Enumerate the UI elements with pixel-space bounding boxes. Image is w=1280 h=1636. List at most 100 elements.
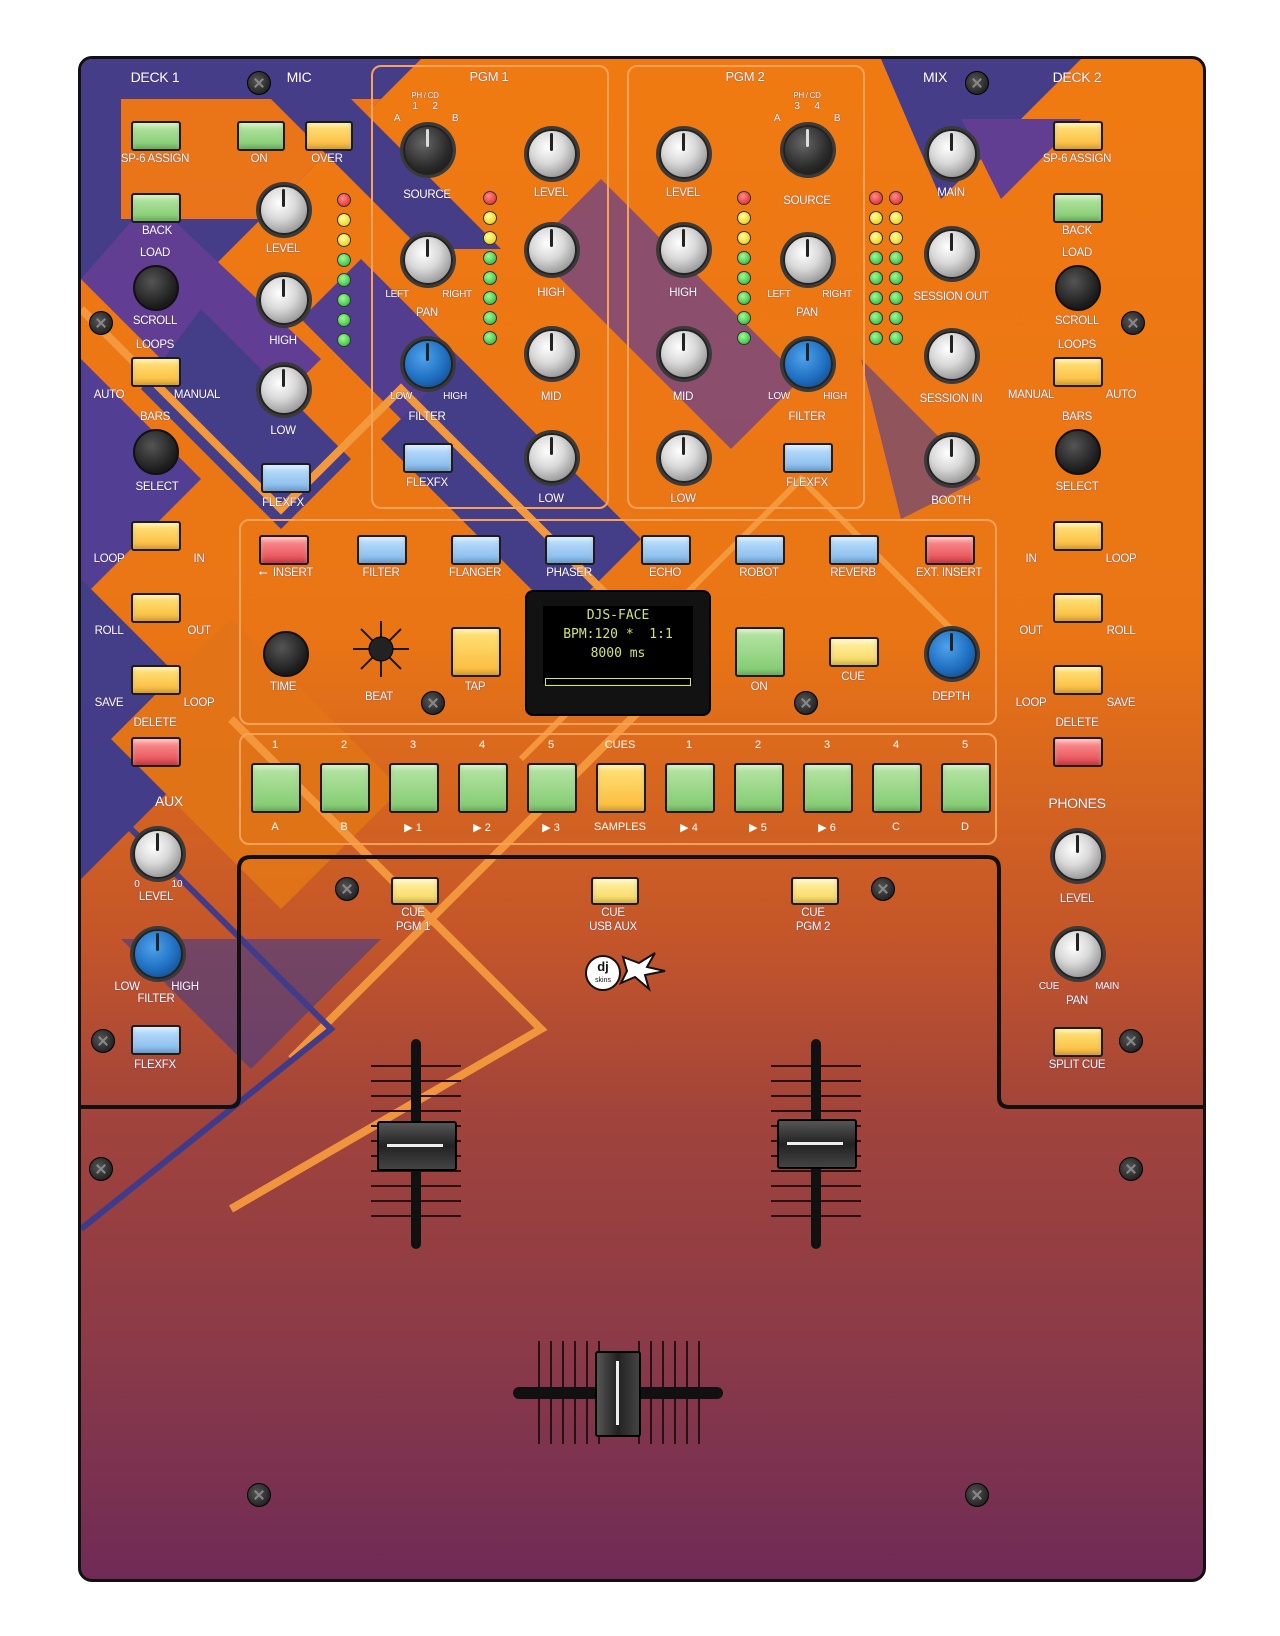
deck2-bars-label: BARS xyxy=(1061,411,1093,423)
fx-insert-button[interactable] xyxy=(259,535,309,565)
mix-session-out-knob[interactable] xyxy=(927,229,977,279)
tick-10: 10 xyxy=(171,879,183,890)
pgm2-num3: 3 xyxy=(794,101,800,112)
fx-tap-button[interactable] xyxy=(451,627,501,677)
pgm1-filter-low-label: LOW xyxy=(390,391,412,402)
channel-fader-1[interactable] xyxy=(377,1121,457,1171)
pgm2-right-label: RIGHT xyxy=(822,289,852,300)
deck1-loops-button[interactable] xyxy=(131,357,181,387)
deck1-save-loop-button[interactable] xyxy=(131,665,181,695)
fx-beat-label: BEAT xyxy=(365,691,393,703)
mix-booth-knob[interactable] xyxy=(927,435,977,485)
performance-pad[interactable] xyxy=(803,763,853,813)
performance-pad[interactable] xyxy=(320,763,370,813)
deck1-loop-in-button[interactable] xyxy=(131,521,181,551)
deck2-back-button[interactable] xyxy=(1053,193,1103,223)
pgm2-num4: 4 xyxy=(814,101,820,112)
fx-flanger-button[interactable] xyxy=(451,535,501,565)
deck2-loop-save-button[interactable] xyxy=(1053,665,1103,695)
mic-high-knob[interactable] xyxy=(259,275,309,325)
fx-echo-button[interactable] xyxy=(641,535,691,565)
deck1-delete-button[interactable] xyxy=(131,737,181,767)
performance-pad[interactable] xyxy=(872,763,922,813)
fx-on-button[interactable] xyxy=(735,627,785,677)
pgm1-mid-knob[interactable] xyxy=(527,329,577,379)
pgm2-title: PGM 2 xyxy=(725,69,765,84)
mix-main-label: MAIN xyxy=(937,187,965,199)
performance-pad[interactable] xyxy=(941,763,991,813)
pgm1-pan-knob[interactable] xyxy=(403,235,453,285)
pgm2-level-knob[interactable] xyxy=(659,129,709,179)
deck1-loop2-label: LOOP xyxy=(183,697,215,709)
deck2-loops-button[interactable] xyxy=(1053,357,1103,387)
fx-ext-insert-button[interactable] xyxy=(925,535,975,565)
pad-label: A xyxy=(271,821,279,833)
pad-label: C xyxy=(892,821,900,833)
cue-pgm2-button[interactable] xyxy=(791,877,839,905)
crossfader[interactable] xyxy=(595,1351,641,1437)
channel-fader-2[interactable] xyxy=(777,1119,857,1169)
pgm2-meter-led xyxy=(737,231,751,245)
deck1-sp6-assign-button[interactable] xyxy=(131,121,181,151)
fx-phaser-button[interactable] xyxy=(545,535,595,565)
deck1-scroll-encoder[interactable] xyxy=(133,265,179,311)
deck2-scroll-encoder[interactable] xyxy=(1055,265,1101,311)
fx-depth-knob[interactable] xyxy=(927,629,977,679)
pgm2-source-knob[interactable] xyxy=(783,125,833,175)
mic-meter-led xyxy=(337,313,351,327)
aux-level-knob[interactable] xyxy=(133,829,183,879)
phones-level-knob[interactable] xyxy=(1053,831,1103,881)
mic-low-knob[interactable] xyxy=(259,365,309,415)
pgm1-filter-knob[interactable] xyxy=(403,339,453,389)
performance-pad[interactable] xyxy=(734,763,784,813)
deck2-delete-button[interactable] xyxy=(1053,737,1103,767)
pgm2-filter-label: FILTER xyxy=(788,411,826,423)
mic-over-button[interactable] xyxy=(305,121,353,151)
fx-time-encoder[interactable] xyxy=(263,631,309,677)
performance-pad[interactable] xyxy=(527,763,577,813)
pgm2-flexfx-button[interactable] xyxy=(783,443,833,473)
mix-main-knob[interactable] xyxy=(927,129,977,179)
mix-session-in-knob[interactable] xyxy=(927,331,977,381)
mic-level-knob[interactable] xyxy=(259,185,309,235)
pgm2-meter-led xyxy=(737,251,751,265)
phones-pan-knob[interactable] xyxy=(1053,929,1103,979)
aux-flexfx-button[interactable] xyxy=(131,1025,181,1055)
pgm1-high-knob[interactable] xyxy=(527,225,577,275)
fx-robot-button[interactable] xyxy=(735,535,785,565)
phones-split-cue-button[interactable] xyxy=(1053,1027,1103,1057)
pgm1-level-knob[interactable] xyxy=(527,129,577,179)
pgm2-low-knob[interactable] xyxy=(659,433,709,483)
pgm2-pan-knob[interactable] xyxy=(783,235,833,285)
mic-flexfx-button[interactable] xyxy=(261,463,311,493)
deck1-select-encoder[interactable] xyxy=(133,429,179,475)
pgm2-filter-knob[interactable] xyxy=(783,339,833,389)
pad-samples-button[interactable] xyxy=(596,763,646,813)
fx-cue-button[interactable] xyxy=(829,637,879,667)
performance-pad[interactable] xyxy=(665,763,715,813)
deck2-select-encoder[interactable] xyxy=(1055,429,1101,475)
deck2-in-loop-button[interactable] xyxy=(1053,521,1103,551)
fx-filter-button[interactable] xyxy=(357,535,407,565)
deck1-roll-out-button[interactable] xyxy=(131,593,181,623)
phones-title: PHONES xyxy=(1048,795,1106,811)
pgm2-high-knob[interactable] xyxy=(659,225,709,275)
performance-pad[interactable] xyxy=(251,763,301,813)
pgm1-low-knob[interactable] xyxy=(527,433,577,483)
pgm1-source-knob[interactable] xyxy=(403,125,453,175)
mix-title: MIX xyxy=(923,69,947,85)
fx-reverb-button[interactable] xyxy=(829,535,879,565)
performance-pad[interactable] xyxy=(389,763,439,813)
mic-on-button[interactable] xyxy=(237,121,285,151)
deck2-select-label: SELECT xyxy=(1055,481,1099,493)
deck2-sp6-assign-button[interactable] xyxy=(1053,121,1103,151)
performance-pad[interactable] xyxy=(458,763,508,813)
cue-usb-aux-button[interactable] xyxy=(591,877,639,905)
deck2-title: DECK 2 xyxy=(1052,69,1102,85)
pgm2-mid-knob[interactable] xyxy=(659,329,709,379)
pgm1-flexfx-button[interactable] xyxy=(403,443,453,473)
deck2-out-roll-button[interactable] xyxy=(1053,593,1103,623)
aux-filter-knob[interactable] xyxy=(133,929,183,979)
deck1-back-button[interactable] xyxy=(131,193,181,223)
cue-pgm1-button[interactable] xyxy=(391,877,439,905)
